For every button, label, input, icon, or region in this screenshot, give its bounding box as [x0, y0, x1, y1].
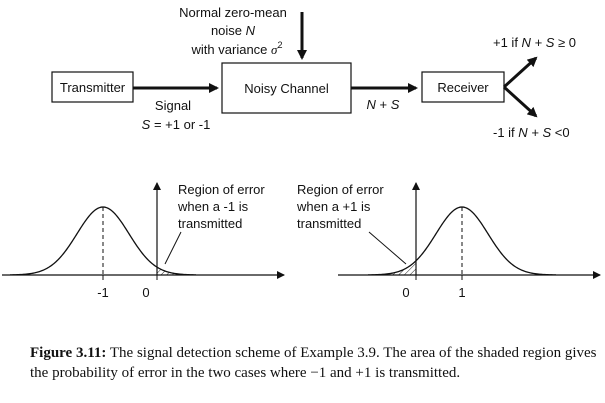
right-annotation-line1: Region of error — [297, 182, 384, 197]
transmitter-box — [51, 71, 134, 103]
noise-line3: with variance σ2 — [191, 40, 283, 57]
left-annotation-line2: when a -1 is — [177, 199, 249, 214]
right-annotation-line2: when a +1 is — [296, 199, 371, 214]
channel-box — [221, 62, 352, 114]
noise-line2: noise N — [211, 23, 256, 38]
receiver-label: Receiver — [437, 80, 489, 95]
noise-line1: Normal zero-mean — [179, 5, 287, 20]
signal-label: Signal — [155, 98, 191, 113]
right-tick-label-mean: 1 — [458, 285, 465, 300]
channel-output-label: N + S — [367, 97, 400, 112]
channel-label: Noisy Channel — [244, 81, 329, 96]
decision-minus-label: -1 if N + S <0 — [493, 125, 570, 140]
left-tick-label-mean: -1 — [97, 285, 109, 300]
right-annotation-line3: transmitted — [297, 216, 361, 231]
left-annotation-line3: transmitted — [178, 216, 242, 231]
right-annotation-leader — [368, 231, 407, 265]
decision-plus-arrow — [502, 56, 538, 89]
left-density-plot: -1 0 Region of error when a -1 is transm… — [2, 182, 285, 300]
decision-minus-arrow — [502, 85, 538, 118]
figure-caption: Figure 3.11: The signal detection scheme… — [30, 343, 600, 383]
decision-plus-label: +1 if N + S ≥ 0 — [493, 35, 576, 50]
left-annotation-leader — [164, 231, 182, 265]
left-annotation-line1: Region of error — [178, 182, 265, 197]
right-density-plot: 0 1 Region of error when a +1 is transmi… — [296, 182, 601, 300]
signal-equation: S = +1 or -1 — [142, 117, 211, 132]
left-tick-label-zero: 0 — [142, 285, 149, 300]
noise-annotation: Normal zero-mean noise N with variance σ… — [179, 5, 287, 57]
caption-text: The signal detection scheme of Example 3… — [30, 345, 597, 381]
transmitter-label: Transmitter — [60, 80, 126, 95]
right-tick-label-zero: 0 — [402, 285, 409, 300]
caption-label: Figure 3.11: — [30, 345, 107, 361]
